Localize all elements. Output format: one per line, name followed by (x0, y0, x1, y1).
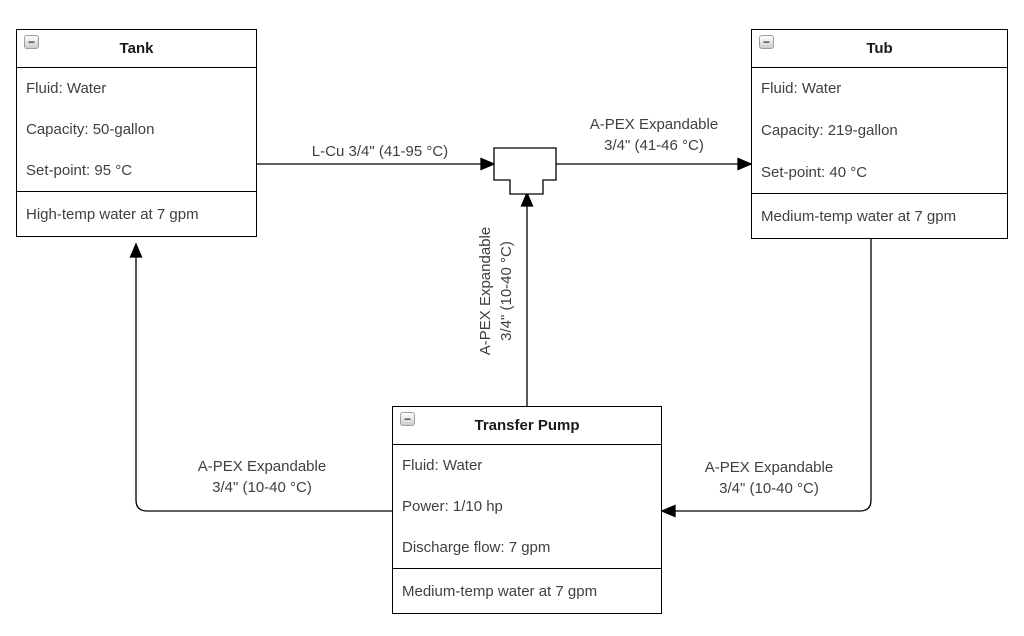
edge-pump-to-tee[interactable] (520, 191, 534, 406)
edge-label-line: 3/4" (10-40 °C) (719, 480, 819, 497)
node-row[interactable]: Fluid: Water (26, 80, 107, 97)
edge-tub-to-pump[interactable] (660, 239, 872, 518)
collapse-icon[interactable]: − (24, 35, 39, 49)
edge-label-tank-tee[interactable]: L-Cu 3/4" (41-95 °C) (280, 142, 480, 161)
node-row[interactable]: Capacity: 50-gallon (26, 121, 155, 138)
tee-fitting-shape[interactable] (493, 147, 557, 195)
node-tub-body: Fluid: Water Capacity: 219-gallon Set-po… (752, 68, 1007, 193)
collapse-icon[interactable]: − (759, 35, 774, 49)
edge-label-line: 3/4" (10-40 °C) (498, 241, 515, 341)
node-footer[interactable]: Medium-temp water at 7 gpm (393, 568, 661, 613)
edge-label-pump-tank[interactable]: A-PEX Expandable 3/4" (10-40 °C) (172, 456, 352, 498)
edge-pump-to-tank[interactable] (129, 242, 393, 512)
node-row[interactable]: Power: 1/10 hp (402, 498, 503, 515)
edge-label-line: A-PEX Expandable (477, 226, 494, 356)
node-transfer-pump-body: Fluid: Water Power: 1/10 hp Discharge fl… (393, 445, 661, 568)
node-tub-header: − Tub (752, 30, 1007, 68)
node-transfer-pump[interactable]: − Transfer Pump Fluid: Water Power: 1/10… (392, 406, 662, 614)
edge-tank-to-tee[interactable] (257, 157, 496, 171)
edge-label-line: A-PEX Expandable (589, 116, 719, 133)
node-title: Tub (866, 40, 893, 57)
edge-label-tub-pump[interactable]: A-PEX Expandable 3/4" (10-40 °C) (679, 457, 859, 499)
edge-tee-to-tub[interactable] (556, 157, 753, 171)
node-footer[interactable]: High-temp water at 7 gpm (17, 191, 256, 236)
edge-label-pump-tee[interactable]: A-PEX Expandable 3/4" (10-40 °C) (475, 206, 517, 376)
edge-label-line: 3/4" (41-46 °C) (604, 137, 704, 154)
edge-label-line: A-PEX Expandable (197, 458, 327, 475)
node-tank-body: Fluid: Water Capacity: 50-gallon Set-poi… (17, 68, 256, 191)
edge-label-line: A-PEX Expandable (704, 459, 834, 476)
node-transfer-pump-header: − Transfer Pump (393, 407, 661, 445)
node-row[interactable]: Discharge flow: 7 gpm (402, 539, 551, 556)
node-tank[interactable]: − Tank Fluid: Water Capacity: 50-gallon … (16, 29, 257, 237)
edge-label-line: 3/4" (10-40 °C) (212, 479, 312, 496)
node-row[interactable]: Fluid: Water (761, 80, 842, 98)
node-row[interactable]: Set-point: 95 °C (26, 162, 133, 179)
node-row[interactable]: Capacity: 219-gallon (761, 122, 898, 139)
node-tank-header: − Tank (17, 30, 256, 68)
node-tub[interactable]: − Tub Fluid: Water Capacity: 219-gallon … (751, 29, 1008, 239)
node-footer[interactable]: Medium-temp water at 7 gpm (752, 193, 1007, 238)
node-row[interactable]: Set-point: 40 °C (761, 163, 868, 181)
edge-label-tee-tub[interactable]: A-PEX Expandable 3/4" (41-46 °C) (564, 114, 744, 156)
node-title: Tank (119, 40, 154, 57)
collapse-icon[interactable]: − (400, 412, 415, 426)
node-row[interactable]: Fluid: Water (402, 457, 483, 474)
node-title: Transfer Pump (474, 417, 580, 434)
